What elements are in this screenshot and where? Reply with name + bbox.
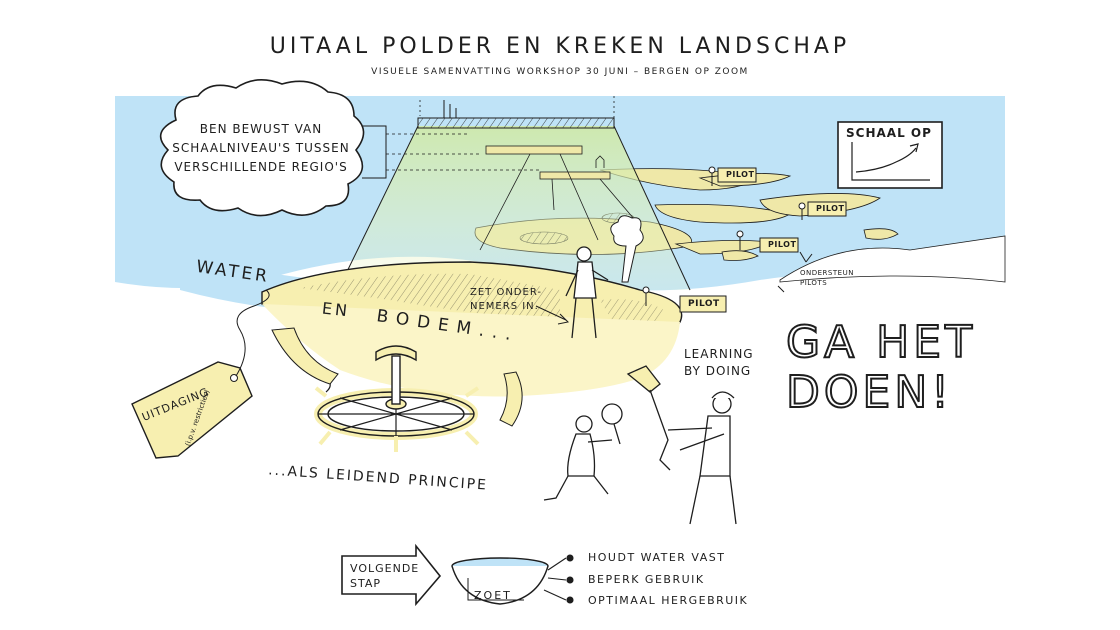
- action-item-2: Beperk gebruik: [588, 573, 705, 586]
- island-mid: [654, 204, 792, 224]
- page-subtitle: Visuele samenvatting workshop 30 juni – …: [371, 67, 749, 77]
- tree: [610, 215, 644, 283]
- person-digging: [626, 365, 737, 525]
- root-right: [499, 371, 523, 427]
- action-item-1: Houdt water vast: [588, 551, 726, 564]
- bowl-label: Zoet: [474, 589, 512, 602]
- pilot-label-3: Pilot: [768, 240, 797, 249]
- island-pilot: [721, 250, 759, 261]
- person-kneeling: [543, 403, 623, 501]
- learning-text: Learning by doing: [684, 347, 754, 378]
- pilot-label-1: Pilot: [726, 170, 755, 179]
- next-step-label: Volgende stap: [350, 562, 420, 590]
- call-to-action: Ga het doen!: [785, 317, 976, 419]
- cloud-shape: [159, 79, 365, 217]
- soil-underside: [262, 304, 680, 397]
- pilot-label-2: Pilot: [816, 204, 845, 213]
- island-small: [863, 228, 899, 240]
- cloud-text: Ben bewust van schaalniveau's tussen ver…: [172, 122, 350, 174]
- pilot-label-4: Pilot: [688, 299, 720, 309]
- entrepreneurs-text: Zet onder- nemers in.: [470, 287, 542, 312]
- scale-chart-label: Schaal op: [846, 126, 932, 140]
- fresh-water-bowl: [451, 565, 549, 605]
- coast-right: [779, 235, 1006, 283]
- en-label: En: [321, 298, 351, 321]
- scale-chart: [837, 121, 943, 189]
- scale-beam: [338, 126, 690, 290]
- person-standing: [565, 246, 609, 339]
- support-pilots-text: Ondersteun pilots: [800, 269, 854, 287]
- challenge-tag: [131, 361, 253, 459]
- action-item-3: Optimaal hergebruik: [588, 594, 749, 607]
- helm-wheel: [314, 345, 480, 452]
- next-step-arrow: [341, 543, 442, 607]
- page-title: Uitaal polder en kreken landschap: [269, 34, 851, 59]
- action-bullets: [543, 554, 574, 604]
- pilot-flags: [642, 166, 847, 313]
